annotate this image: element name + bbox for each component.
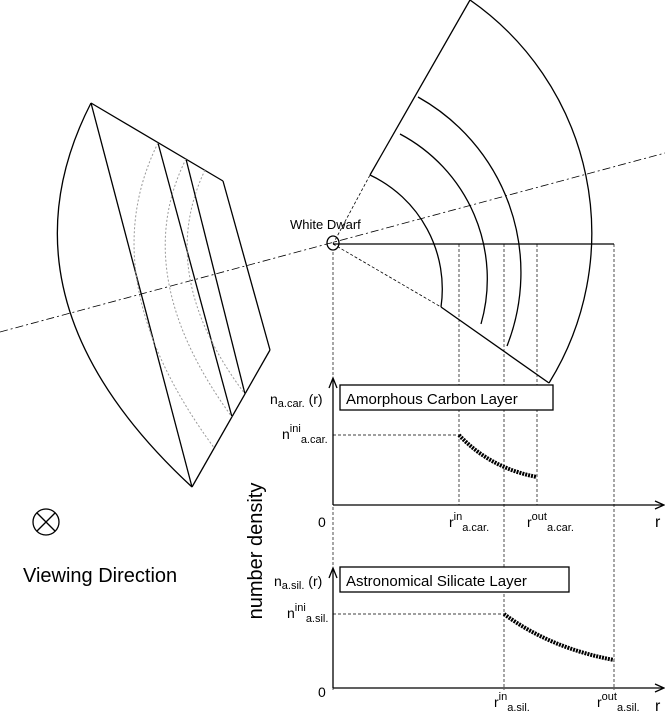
silicate-r-label: r bbox=[655, 698, 661, 715]
carbon-rout-label: routa.car. bbox=[527, 511, 574, 534]
silicate-density-curve bbox=[502, 612, 615, 662]
shell-edge-top bbox=[369, 0, 471, 176]
shell-arc-carbon-outer bbox=[399, 133, 488, 325]
projected-shell-hidden-arc-1 bbox=[133, 142, 216, 450]
carbon-initial-label: ninia.car. bbox=[282, 423, 328, 446]
silicate-origin-label: 0 bbox=[318, 684, 326, 700]
white-dwarf-marker bbox=[326, 235, 340, 251]
shell-cross-section bbox=[332, 0, 614, 384]
line-of-sight bbox=[0, 152, 665, 333]
cone-line-lower bbox=[332, 243, 442, 308]
carbon-density-panel: Amorphous Carbon Layer na.car. (r) ninia… bbox=[270, 376, 665, 534]
projected-shell-band-line-3 bbox=[185, 158, 246, 395]
shell-edge-bottom bbox=[440, 306, 550, 384]
projected-shell bbox=[56, 102, 271, 488]
silicate-rout-label: routa.sil. bbox=[597, 691, 640, 714]
carbon-origin-label: 0 bbox=[318, 514, 326, 530]
silicate-rin-label: rina.sil. bbox=[494, 691, 530, 714]
silicate-title-box bbox=[339, 566, 570, 593]
projected-shell-hidden-arc-2 bbox=[164, 158, 233, 418]
carbon-density-curve bbox=[457, 433, 538, 479]
silicate-title: Astronomical Silicate Layer bbox=[346, 573, 527, 590]
carbon-r-label: r bbox=[655, 514, 661, 531]
white-dwarf-label: White Dwarf bbox=[290, 217, 361, 232]
projected-shell-edge-bottom bbox=[191, 349, 271, 488]
carbon-y-label: na.car. (r) bbox=[270, 391, 323, 410]
projection-lines bbox=[332, 244, 615, 690]
carbon-y-axis-arrow bbox=[328, 376, 338, 389]
viewing-direction-label: Viewing Direction bbox=[23, 565, 177, 587]
silicate-y-axis-arrow bbox=[328, 566, 338, 579]
silicate-density-panel: Astronomical Silicate Layer na.sil. (r) … bbox=[274, 566, 665, 715]
number-density-axis-title: number density bbox=[245, 483, 267, 620]
projected-shell-hidden-arc-3 bbox=[186, 169, 246, 395]
projected-shell-band-line-1 bbox=[90, 102, 193, 488]
silicate-r-axis-arrow bbox=[654, 683, 665, 693]
viewing-direction-icon bbox=[32, 508, 60, 536]
carbon-r-axis-arrow bbox=[654, 500, 665, 510]
carbon-rin-label: rina.car. bbox=[449, 511, 489, 534]
shell-arc-inner bbox=[369, 174, 443, 308]
silicate-y-label: na.sil. (r) bbox=[274, 573, 322, 592]
projected-shell-edge-top bbox=[90, 102, 224, 182]
cone-line-upper bbox=[332, 174, 371, 245]
projected-shell-edge-right bbox=[222, 180, 271, 351]
silicate-initial-label: ninia.sil. bbox=[287, 602, 328, 625]
shell-outer-arc bbox=[469, 0, 593, 384]
projected-shell-band-line-2 bbox=[157, 142, 233, 418]
carbon-title: Amorphous Carbon Layer bbox=[346, 391, 518, 408]
shell-arc-silicate-outer bbox=[417, 96, 522, 347]
projected-shell-outer-arc bbox=[56, 102, 193, 488]
carbon-title-box bbox=[339, 384, 554, 411]
